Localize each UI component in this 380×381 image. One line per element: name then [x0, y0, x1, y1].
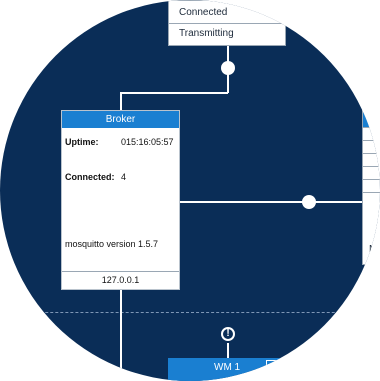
status-connected: Connected — [179, 7, 228, 18]
broker-uptime-value: 015:16:05:57 — [121, 137, 174, 147]
broker-version: mosquitto version 1.5.7 — [65, 239, 159, 249]
wm-node-badge — [266, 360, 288, 374]
zone-divider — [0, 312, 380, 313]
remote-node-panel[interactable]: M — [362, 107, 380, 265]
remote-row — [363, 179, 380, 192]
connector-top-horizontal — [121, 92, 228, 94]
broker-ip: 127.0.0.1 — [62, 271, 179, 289]
connector-broker-right — [180, 201, 363, 203]
junction-node[interactable] — [221, 61, 235, 75]
remote-row — [363, 192, 380, 205]
remote-row — [363, 153, 380, 166]
broker-connected-label: Connected: — [65, 172, 115, 182]
status-transmitting: Transmitting — [169, 23, 285, 46]
remote-node-header — [363, 108, 380, 127]
connection-status-panel[interactable]: Connected Transmitting — [168, 0, 286, 46]
remote-node-label: M — [369, 244, 378, 255]
connector-broker-top — [120, 92, 122, 111]
broker-node[interactable]: Broker Uptime: 015:16:05:57 Connected: 4… — [61, 110, 180, 290]
remote-row — [363, 127, 380, 140]
wm-node[interactable]: WM 1 — [168, 358, 308, 381]
alert-icon[interactable]: ! — [221, 327, 235, 341]
broker-uptime-label: Uptime: — [65, 137, 99, 147]
remote-row — [363, 140, 380, 153]
remote-row — [363, 166, 380, 179]
junction-node[interactable] — [302, 195, 316, 209]
broker-connected-value: 4 — [121, 172, 127, 182]
broker-title: Broker — [62, 111, 179, 128]
connector-broker-bottom — [120, 290, 122, 381]
wm-node-title: WM 1 — [214, 362, 241, 373]
connector-wm — [227, 343, 229, 359]
